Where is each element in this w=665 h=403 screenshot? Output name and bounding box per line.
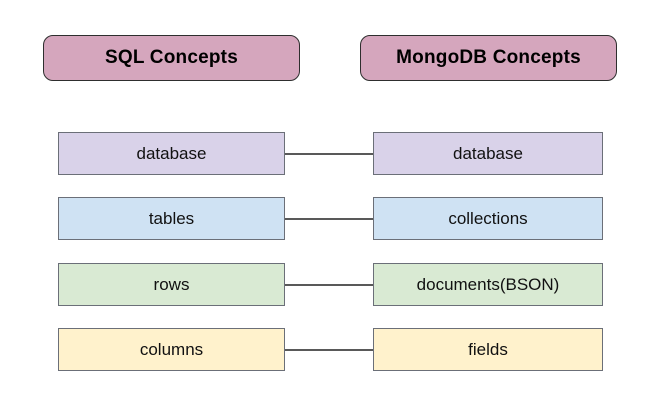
mongodb-concepts-header: MongoDB Concepts [360,35,617,81]
mongo-collections-box: collections [373,197,603,240]
sql-tables-box: tables [58,197,285,240]
mongo-fields-box: fields [373,328,603,371]
sql-concepts-header: SQL Concepts [43,35,300,81]
connector-line [285,218,373,220]
sql-columns-box: columns [58,328,285,371]
mongo-database-box: database [373,132,603,175]
mongo-documents-box: documents(BSON) [373,263,603,306]
connector-line [285,349,373,351]
connector-line [285,153,373,155]
sql-database-box: database [58,132,285,175]
sql-rows-box: rows [58,263,285,306]
connector-line [285,284,373,286]
